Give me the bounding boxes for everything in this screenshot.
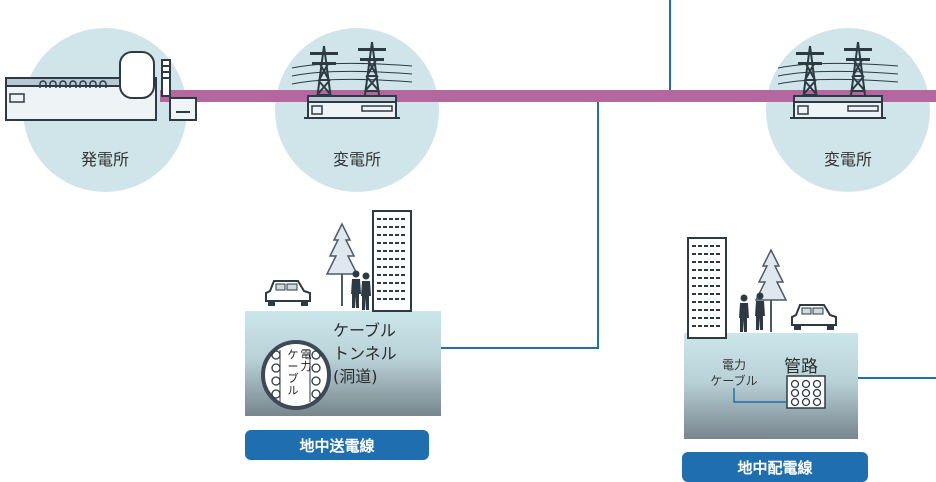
branch-line-tunnel [420,102,599,349]
tunnel-inner-cable-char: ー [287,360,299,373]
underground-transmission-badge: 地中送電線 [245,430,429,460]
tunnel-inner-cable-char: ブ [287,372,299,385]
underground-distribution-badge: 地中配電線 [682,452,868,482]
power-cable-label-line2: ケーブル [710,374,758,388]
tunnel-inner-cable-char: ル [287,384,299,397]
tunnel-scene [245,210,441,416]
tunnel-label-line2: トンネル [333,344,397,363]
tunnel-inner-cable-char: 力 [300,360,312,373]
power-cable-label-line1: 電力 [721,358,746,372]
power-plant-icon [5,51,197,121]
duct-label: 管路 [784,357,818,377]
tunnel-inner-cable-col2: 電力 [300,349,312,373]
tunnel-inner-cable-char: ケ [287,348,299,361]
substation-2-label: 変電所 [823,150,872,169]
tunnel-label-line1: ケーブル [333,321,397,340]
tunnel-inner-cable-col1: ケーブル [287,349,299,397]
tunnel-label-line3: (洞道) [333,367,378,386]
distribution-scene [684,237,858,439]
substation-1-label: 変電所 [332,150,381,169]
power-plant-label: 発電所 [80,150,129,169]
tunnel-inner-cable-char: 電 [300,348,312,361]
